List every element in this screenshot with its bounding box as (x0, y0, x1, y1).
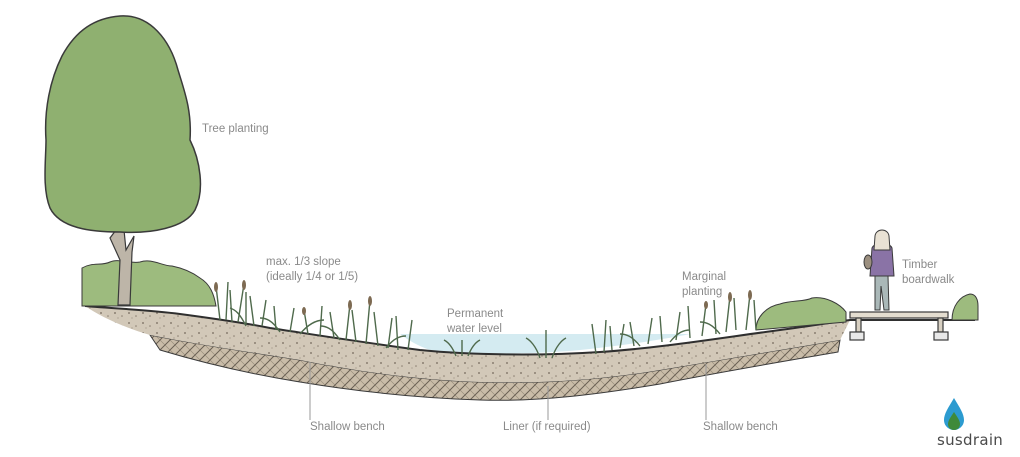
marginal-planting-line1: Marginal (682, 270, 726, 285)
boardwalk-line1: Timber (902, 258, 954, 273)
liner-text: Liner (if required) (503, 420, 591, 435)
boardwalk-label: Timber boardwalk (902, 258, 954, 288)
shallow-bench-right-label: Shallow bench (703, 420, 778, 435)
tree-canopy (45, 16, 200, 232)
timber-boardwalk (850, 312, 948, 340)
person-figure (864, 230, 894, 310)
marginal-planting-line2: planting (682, 285, 726, 300)
slope-label-line2: (ideally 1/4 or 1/5) (266, 270, 358, 285)
water-level-line2: water level (447, 322, 503, 337)
shallow-bench-left-text: Shallow bench (310, 420, 385, 435)
slope-label: max. 1/3 slope (ideally 1/4 or 1/5) (266, 255, 358, 285)
slope-label-line1: max. 1/3 slope (266, 255, 358, 270)
shallow-bench-right-text: Shallow bench (703, 420, 778, 435)
susdrain-logo-icon (944, 398, 964, 430)
boardwalk-line2: boardwalk (902, 273, 954, 288)
tree-planting-text: Tree planting (202, 122, 269, 137)
marginal-planting-label: Marginal planting (682, 270, 726, 300)
far-right-shrub (952, 294, 978, 320)
shallow-bench-left-label: Shallow bench (310, 420, 385, 435)
water-level-line1: Permanent (447, 307, 503, 322)
tree-planting-label: Tree planting (202, 122, 269, 137)
water-level-label: Permanent water level (447, 307, 503, 337)
susdrain-logo-text: susdrain (937, 431, 1003, 449)
left-hedge (82, 261, 216, 306)
liner-label: Liner (if required) (503, 420, 591, 435)
